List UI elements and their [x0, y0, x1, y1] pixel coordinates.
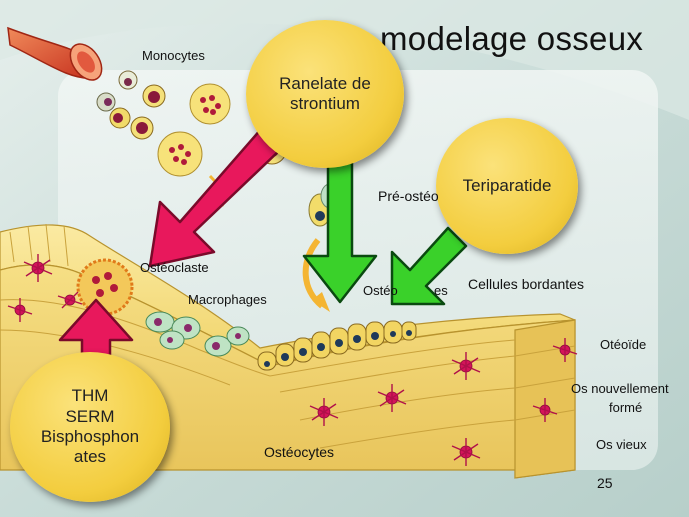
label-os-nouvellement: Os nouvellement [571, 381, 669, 396]
pink-arrow-ranelate [148, 126, 284, 268]
label-macrophages: Macrophages [188, 292, 267, 307]
slide-title: modelage osseux [380, 20, 644, 57]
monocyte-cells [96, 70, 287, 177]
label-pre-osteoblastes: Pré-ostéo [378, 188, 439, 204]
osteoclast-cell [76, 258, 134, 316]
label-osteoclaste: Ostéoclaste [140, 260, 209, 275]
macrophage-cells [145, 311, 250, 357]
callout-thm: THM SERM Bisphosphon ates [10, 352, 170, 502]
background-swoosh [0, 0, 689, 120]
green-arrow-teriparatide [390, 226, 468, 306]
callout-thm-text: THM SERM Bisphosphon ates [40, 386, 140, 467]
page-number: 25 [597, 475, 613, 491]
label-monocytes: Monocytes [142, 48, 205, 63]
green-arrow-ranelate [302, 150, 378, 304]
osteocyte-cells [7, 254, 578, 466]
callout-teriparatide: Teriparatide [436, 118, 578, 254]
osteoblast-cells [257, 320, 417, 371]
label-os-forme: formé [609, 400, 643, 415]
label-osteoide: Otéoïde [600, 337, 647, 352]
label-cellules-bordantes: Cellules bordantes [468, 276, 584, 292]
callout-ranelate-text: Ranelate de strontium [279, 73, 371, 113]
label-os-vieux: Os vieux [596, 437, 647, 452]
label-osteoblastes: Ostéo [363, 283, 398, 298]
callout-ranelate: Ranelate de strontium [246, 20, 404, 168]
label-osteocytes: Ostéocytes [264, 444, 335, 460]
label-osteoblastes-tail: es [434, 283, 448, 298]
callout-teriparatide-text: Teriparatide [462, 175, 552, 195]
